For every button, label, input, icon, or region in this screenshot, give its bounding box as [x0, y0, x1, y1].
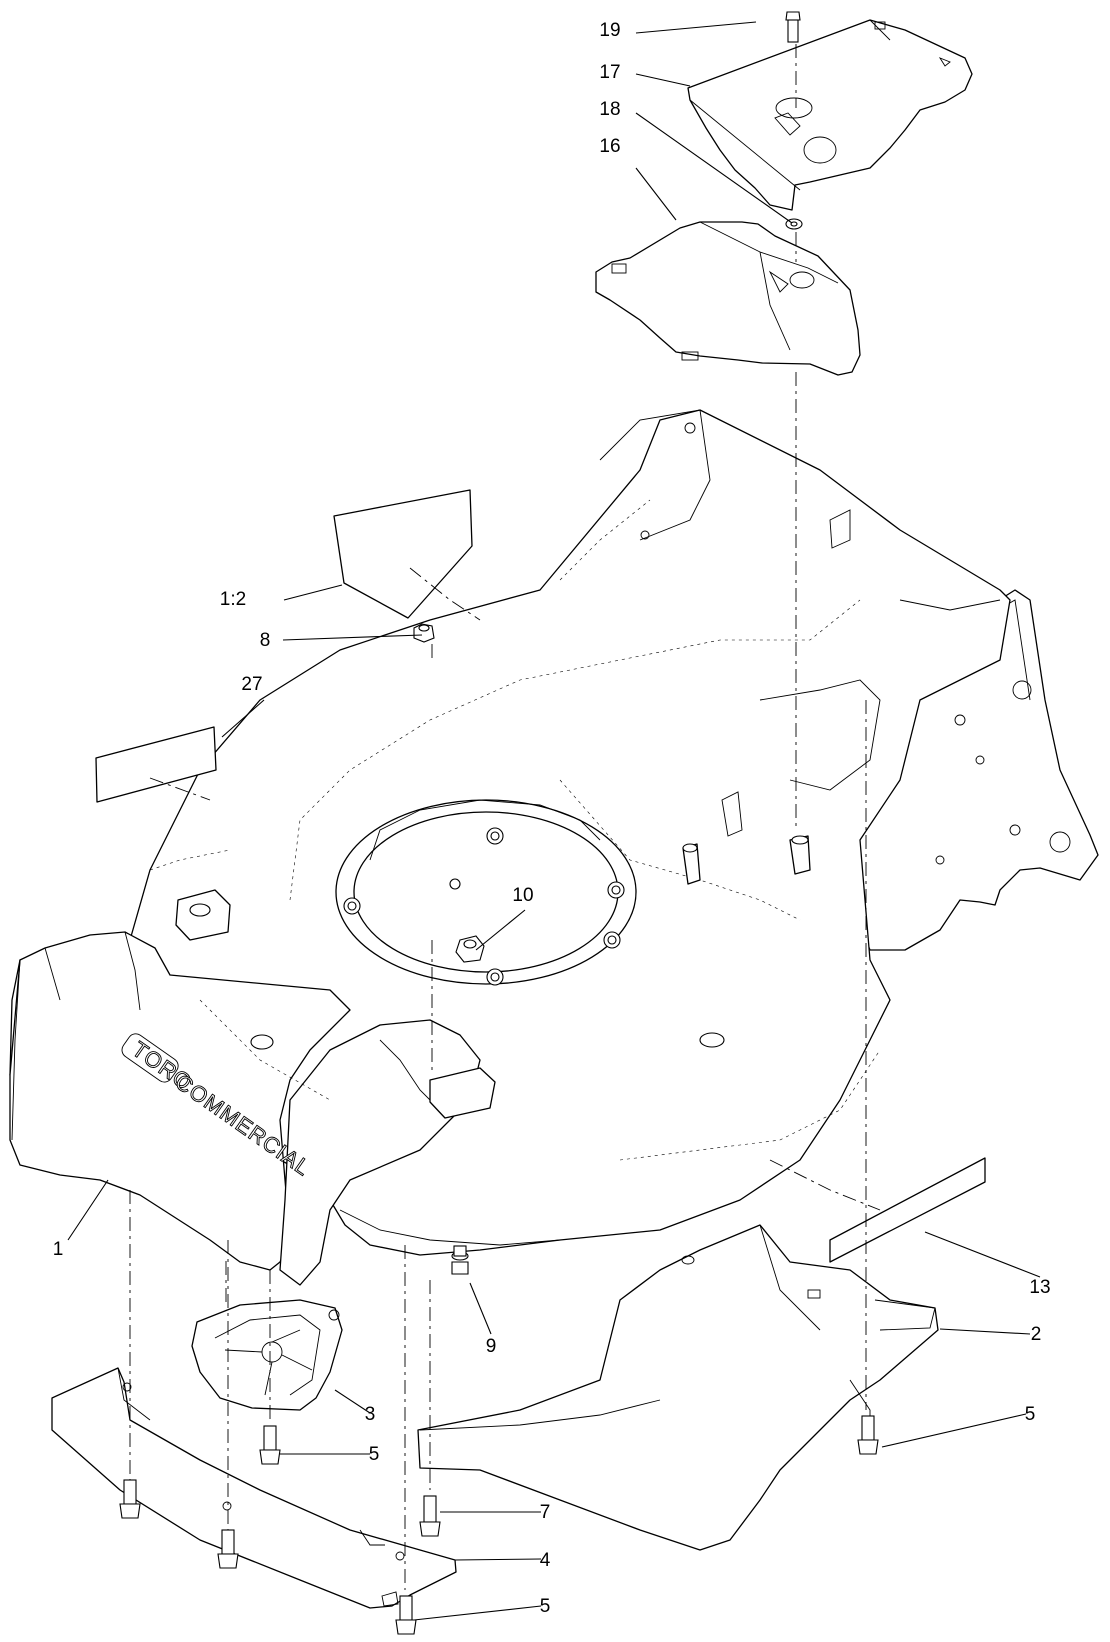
- part-17-upper-cover: [687, 19, 973, 211]
- part-1-mower-deck: TORO COMMERCIAL: [9, 409, 1099, 1286]
- assembly-lines: [129, 44, 867, 1590]
- part-2-rear-baffle: [417, 1224, 939, 1551]
- fastener-10-nut: [455, 935, 485, 963]
- callout-c9: 9: [486, 1336, 497, 1357]
- part-27-decal: [95, 726, 217, 803]
- leader-line-c16: [635, 167, 677, 221]
- leader-line-c19: [635, 21, 757, 34]
- fastener-8-nut: [413, 623, 435, 643]
- leader-line-c27: [221, 699, 265, 738]
- part-3-deflector: [191, 1299, 343, 1411]
- callout-c7: 7: [540, 1502, 551, 1523]
- callout-c10: 10: [512, 885, 533, 906]
- callout-c4: 4: [540, 1550, 551, 1571]
- leader-line-c2: [939, 1328, 1031, 1335]
- callout-c8: 8: [260, 630, 271, 651]
- fastener-9-bolt: [451, 1245, 469, 1275]
- callout-c18: 18: [599, 99, 620, 120]
- callout-c16: 16: [599, 136, 620, 157]
- leader-line-c13: [924, 1231, 1041, 1278]
- leader-line-c9: [469, 1282, 492, 1335]
- fastener-5-bolt-c: [395, 1595, 417, 1635]
- leader-line-c1: [67, 1179, 109, 1241]
- callout-c13: 13: [1029, 1277, 1050, 1298]
- callout-c19: 19: [599, 20, 620, 41]
- callout-c5a: 5: [369, 1444, 380, 1465]
- fastener-5-bolt-e: [217, 1529, 239, 1569]
- callout-c2: 2: [1031, 1324, 1042, 1345]
- leader-line-c8: [282, 634, 423, 641]
- callout-c3: 3: [365, 1404, 376, 1425]
- part-16-lower-cover: [595, 221, 861, 376]
- callout-c5b: 5: [1025, 1404, 1036, 1425]
- leader-line-c18: [635, 112, 793, 224]
- part-1-2-decal: [333, 489, 481, 621]
- callout-c1_2: 1:2: [220, 589, 246, 610]
- fastener-5-bolt-a: [259, 1425, 281, 1465]
- callout-c1: 1: [53, 1239, 64, 1260]
- leader-line-c10: [475, 909, 526, 951]
- leader-line-c3: [334, 1389, 371, 1414]
- callout-c17: 17: [599, 62, 620, 83]
- callout-c27: 27: [241, 674, 262, 695]
- fastener-19-bolt: [785, 11, 801, 43]
- part-13-decal: [769, 1157, 986, 1263]
- fastener-5-bolt-b: [857, 1415, 879, 1455]
- fastener-5-bolt-d: [119, 1479, 141, 1519]
- leader-line-c5c: [413, 1605, 542, 1621]
- fastener-7-bolt: [419, 1495, 441, 1537]
- leader-line-c17: [635, 73, 691, 87]
- callout-c5c: 5: [540, 1596, 551, 1617]
- leader-line-c1_2: [283, 584, 343, 601]
- leader-line-c4: [454, 1558, 542, 1561]
- leader-line-c5b: [881, 1413, 1027, 1448]
